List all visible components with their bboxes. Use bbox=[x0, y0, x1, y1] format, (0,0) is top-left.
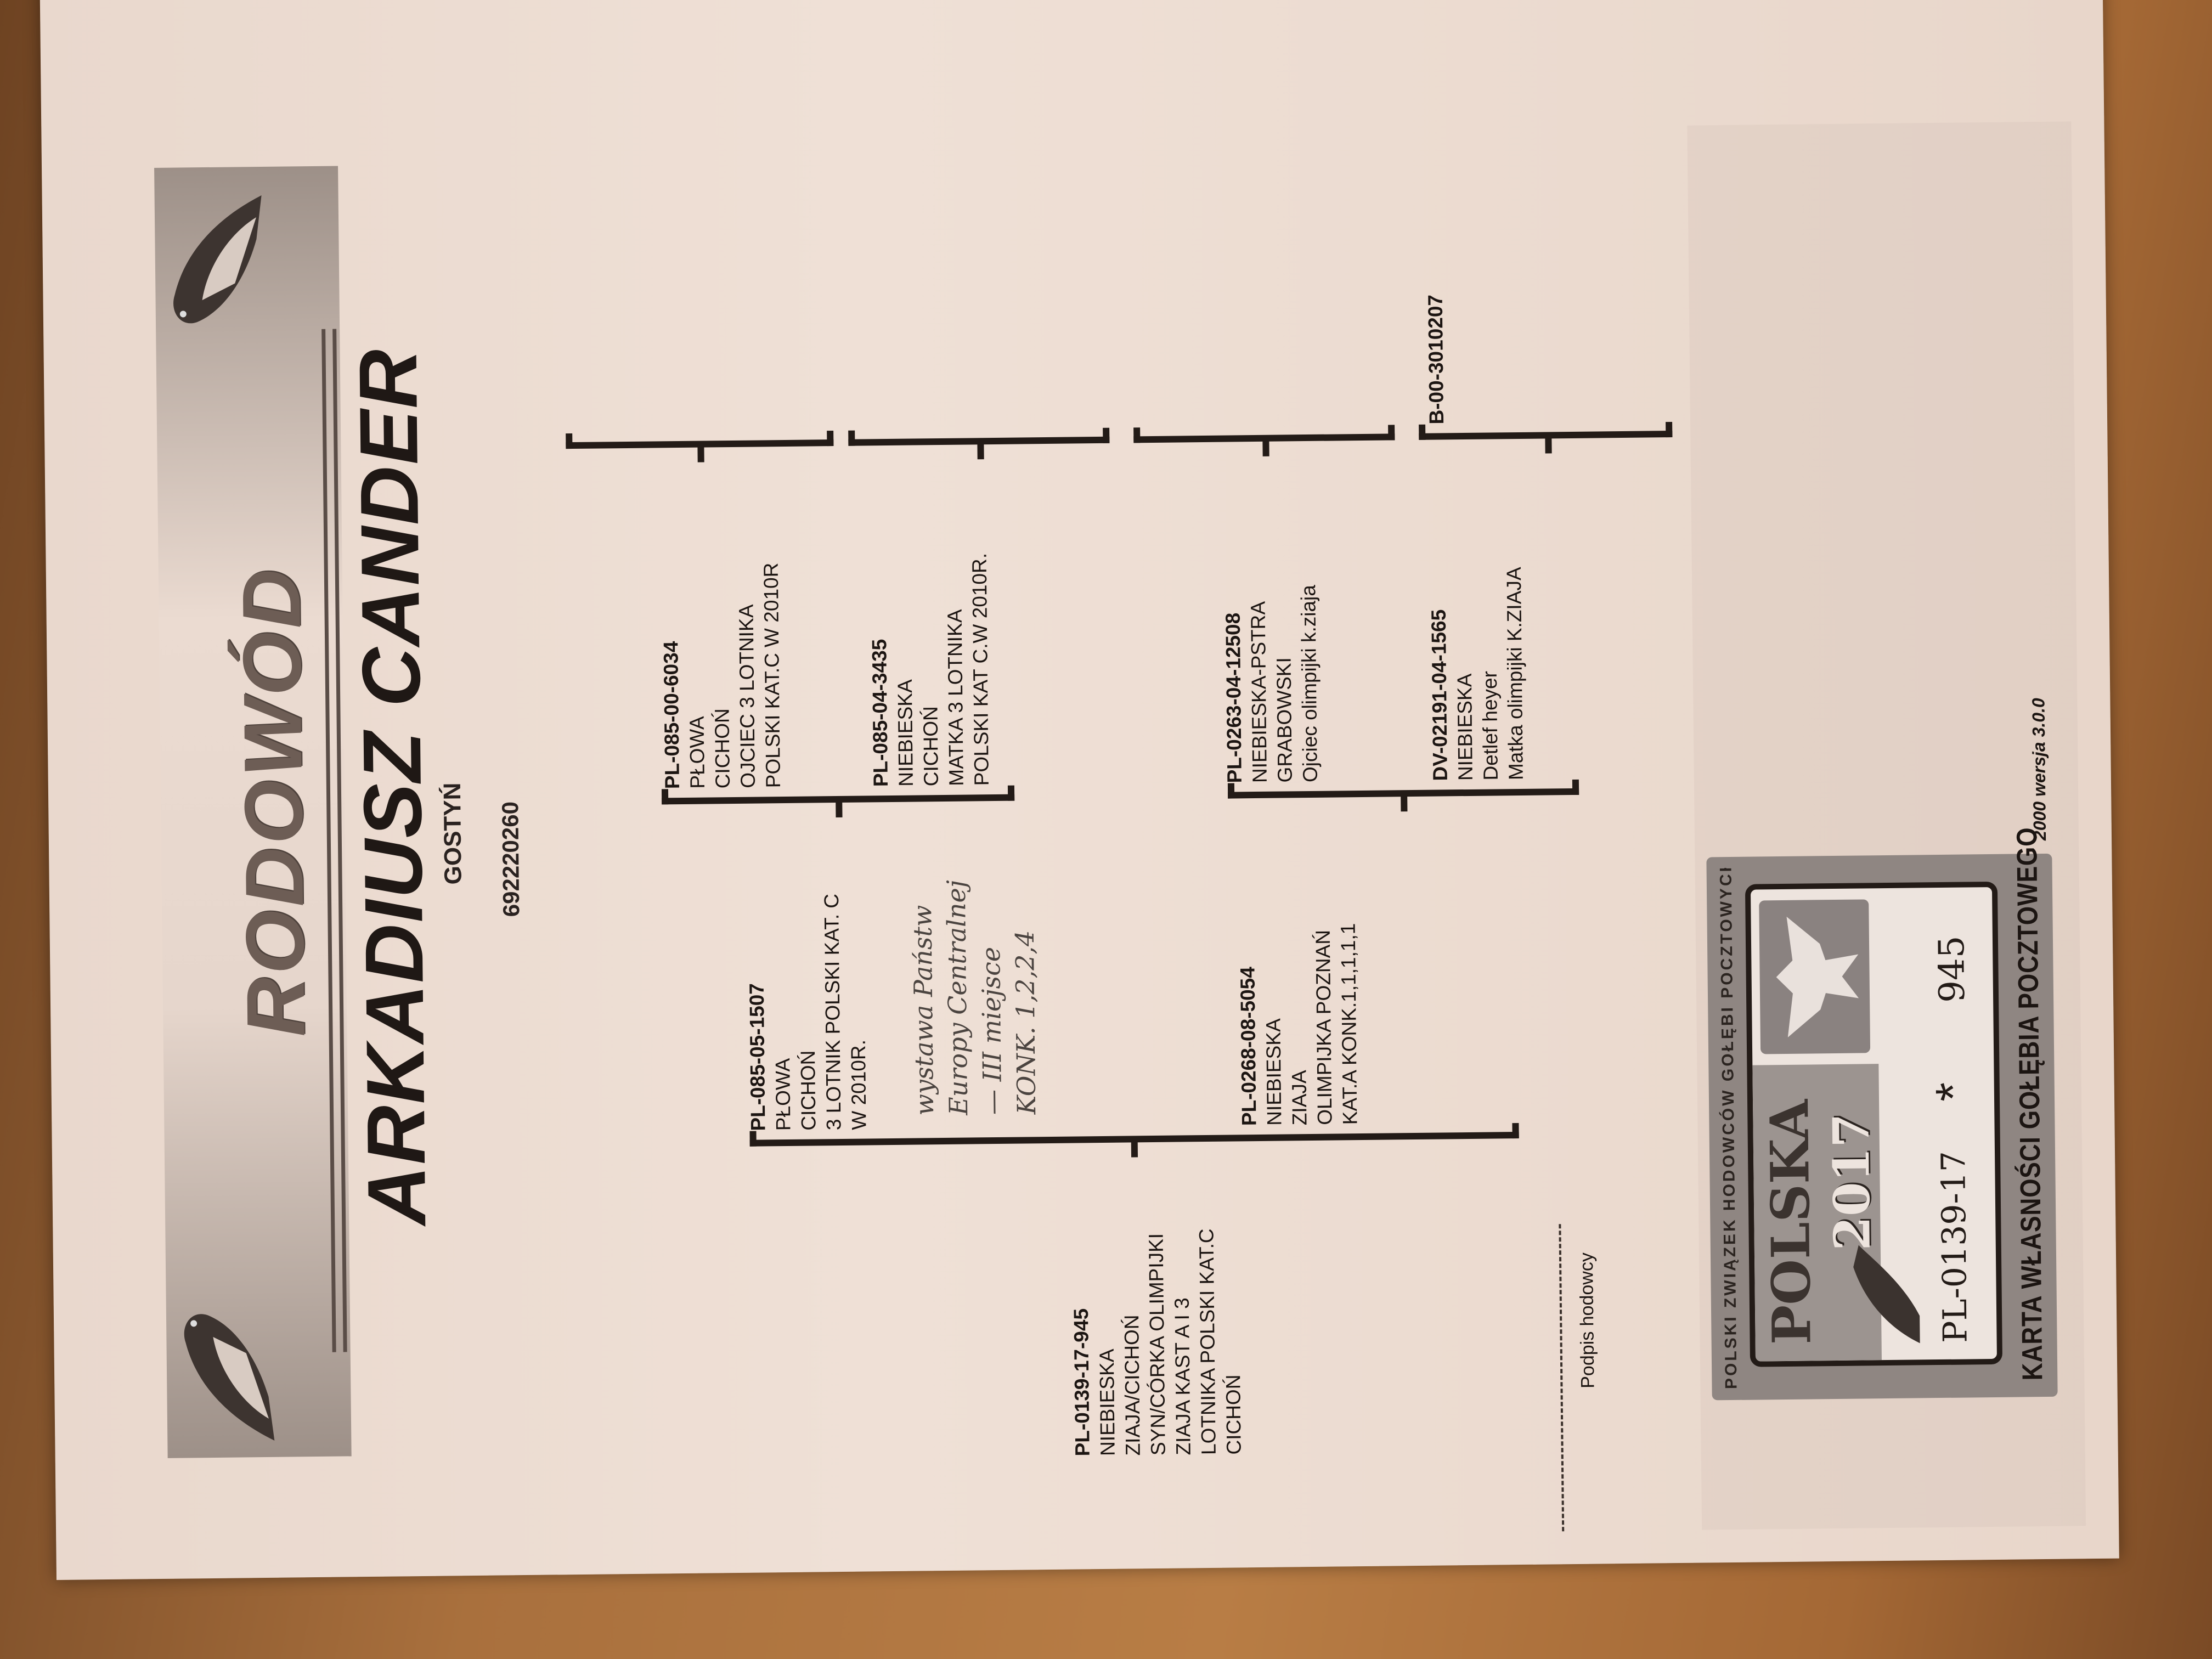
entry-line: NIEBIESKA bbox=[1262, 1018, 1286, 1126]
handwritten-note: wystawa Państw Europy Centralnej — III m… bbox=[905, 879, 1043, 1116]
handwritten-line: Europy Centralnej bbox=[941, 879, 974, 1116]
entry-line: Ojciec olimpijki k.ziaja bbox=[1297, 584, 1322, 783]
bracket-tick bbox=[1262, 439, 1269, 456]
card-ring-number: PL-0139-17 bbox=[1934, 1150, 1975, 1344]
entry-line: POLSKI KAT C.W 2010R. bbox=[968, 552, 993, 786]
entry-line: ZIAJA/CICHOŃ bbox=[1120, 1314, 1144, 1456]
ring-number: PL-0139-17-945 bbox=[1069, 1308, 1094, 1457]
bracket-tick bbox=[697, 445, 704, 462]
pedigree-document: RODOWÓD ARKADIUSZ CANDER GOSTYŃ 69222026… bbox=[40, 0, 2119, 1581]
card-year: 2017 bbox=[1822, 1113, 1882, 1251]
entry-line: CICHOŃ bbox=[710, 708, 734, 789]
eagle-emblem-icon bbox=[1759, 899, 1871, 1054]
entry-line: NIEBIESKA-PSTRA bbox=[1246, 601, 1271, 783]
dam-dam-entry: DV-02191-04-1565 NIEBIESKA Detlef heyer … bbox=[1426, 567, 1529, 781]
card-title: KARTA WŁASNOŚCI GOŁĘBIA POCZTOWEGO bbox=[2011, 827, 2049, 1381]
version-text: 2000 wersja 3.0.0 bbox=[2028, 698, 2050, 841]
entry-line: GRABOWSKI bbox=[1272, 657, 1296, 783]
card-star: * bbox=[1926, 1082, 1982, 1102]
entry-line: CICHOŃ bbox=[1222, 1374, 1245, 1455]
page-title: RODOWÓD bbox=[224, 565, 322, 1037]
card-country: POLSKA bbox=[1758, 1099, 1823, 1345]
ownership-card: POLSKI ZWIĄZEK HODOWCÓW GOŁĘBI POCZTOWYC… bbox=[1706, 827, 2058, 1401]
ring-number: PL-0263-04-12508 bbox=[1221, 612, 1246, 783]
signature-label: Podpis hodowcy bbox=[1576, 1252, 1599, 1389]
dam-entry: PL-0268-08-5054 NIEBIESKA ZIAJA OLIMPIJK… bbox=[1235, 923, 1363, 1126]
signature-line bbox=[1559, 1224, 1565, 1532]
entry-line: NIEBIESKA bbox=[1095, 1348, 1119, 1457]
entry-line: PŁOWA bbox=[771, 1058, 795, 1131]
handwritten-line: KONK. 1,2,2,4 bbox=[1009, 930, 1042, 1115]
ring-number: PL-0268-08-5054 bbox=[1236, 966, 1261, 1126]
card-inner-frame: POLSKA 2017 PL-0139-17 * 945 bbox=[1745, 881, 2003, 1367]
ring-number: PL-085-00-6034 bbox=[659, 641, 684, 789]
sire-dam-entry: PL-085-04-3435 NIEBIESKA CICHOŃ MATKA 3 … bbox=[866, 553, 995, 787]
bracket-tick bbox=[1545, 437, 1552, 454]
dam-sire-entry: PL-0263-04-12508 NIEBIESKA-PSTRA GRABOWS… bbox=[1220, 585, 1323, 783]
entry-line: POLSKI KAT.C W 2010R bbox=[759, 562, 785, 788]
ring-number: PL-085-05-1507 bbox=[745, 983, 770, 1131]
owner-city: GOSTYŃ bbox=[438, 782, 467, 885]
ring-number: PL-085-04-3435 bbox=[868, 639, 892, 787]
card-ring-text: POLSKI ZWIĄZEK HODOWCÓW GOŁĘBI POCZTOWYC… bbox=[1717, 868, 1742, 1389]
bracket-tick bbox=[836, 800, 843, 818]
entry-line: CICHOŃ bbox=[919, 706, 943, 787]
gen3-entry: B-00-3010207 bbox=[1423, 295, 1449, 425]
bracket-tick bbox=[977, 443, 984, 460]
entry-line: PŁOWA bbox=[685, 716, 709, 789]
entry-line: OJCIEC 3 LOTNIKA bbox=[735, 604, 759, 788]
entry-line: LOTNIKA POLSKI KAT.C bbox=[1195, 1228, 1220, 1455]
entry-line: 3 LOTNIK POLSKI KAT. C bbox=[820, 893, 845, 1131]
card-number: 945 bbox=[1931, 935, 1973, 1003]
entry-line: Matka olimpijki K.ZIAJA bbox=[1502, 567, 1527, 781]
entry-line: SYN/CÓRKA OLIMPIJKI bbox=[1144, 1233, 1170, 1456]
entry-line: OLIMPIJKA POZNAŃ bbox=[1311, 929, 1336, 1125]
entry-line: NIEBIESKA bbox=[893, 679, 917, 787]
pigeon-left-icon bbox=[184, 1314, 275, 1441]
ring-number: DV-02191-04-1565 bbox=[1427, 609, 1452, 781]
owner-phone: 692220260 bbox=[497, 801, 524, 917]
entry-line: CICHOŃ bbox=[796, 1050, 820, 1131]
handwritten-line: wystawa Państw bbox=[907, 905, 940, 1116]
sire-sire-entry: PL-085-00-6034 PŁOWA CICHOŃ OJCIEC 3 LOT… bbox=[658, 562, 786, 789]
entry-line: W 2010R. bbox=[847, 1039, 871, 1130]
entry-line: KAT.A KONK.1,1,1,1,1 bbox=[1336, 923, 1362, 1125]
handwritten-line: — III miejsce bbox=[976, 946, 1008, 1115]
sire-entry: PL-085-05-1507 PŁOWA CICHOŃ 3 LOTNIK POL… bbox=[743, 893, 872, 1131]
entry-line: ZIAJA bbox=[1288, 1070, 1311, 1126]
bracket-tick bbox=[1401, 795, 1408, 812]
pigeon-right-icon bbox=[173, 195, 262, 324]
pigeon-emblem-icon bbox=[1853, 1245, 1920, 1344]
subject-pigeon: PL-0139-17-945 NIEBIESKA ZIAJA/CICHOŃ SY… bbox=[1068, 1228, 1246, 1457]
entry-line: NIEBIESKA bbox=[1453, 673, 1477, 781]
entry-line: Detlef heyer bbox=[1478, 670, 1502, 781]
ring-number: B-00-3010207 bbox=[1424, 294, 1448, 425]
bracket-tick bbox=[1131, 1141, 1138, 1158]
entry-line: MATKA 3 LOTNIKA bbox=[943, 609, 968, 786]
entry-line: ZIAJA KAST A I 3 bbox=[1170, 1297, 1195, 1455]
owner-name: ARKADIUSZ CANDER bbox=[341, 348, 443, 1226]
